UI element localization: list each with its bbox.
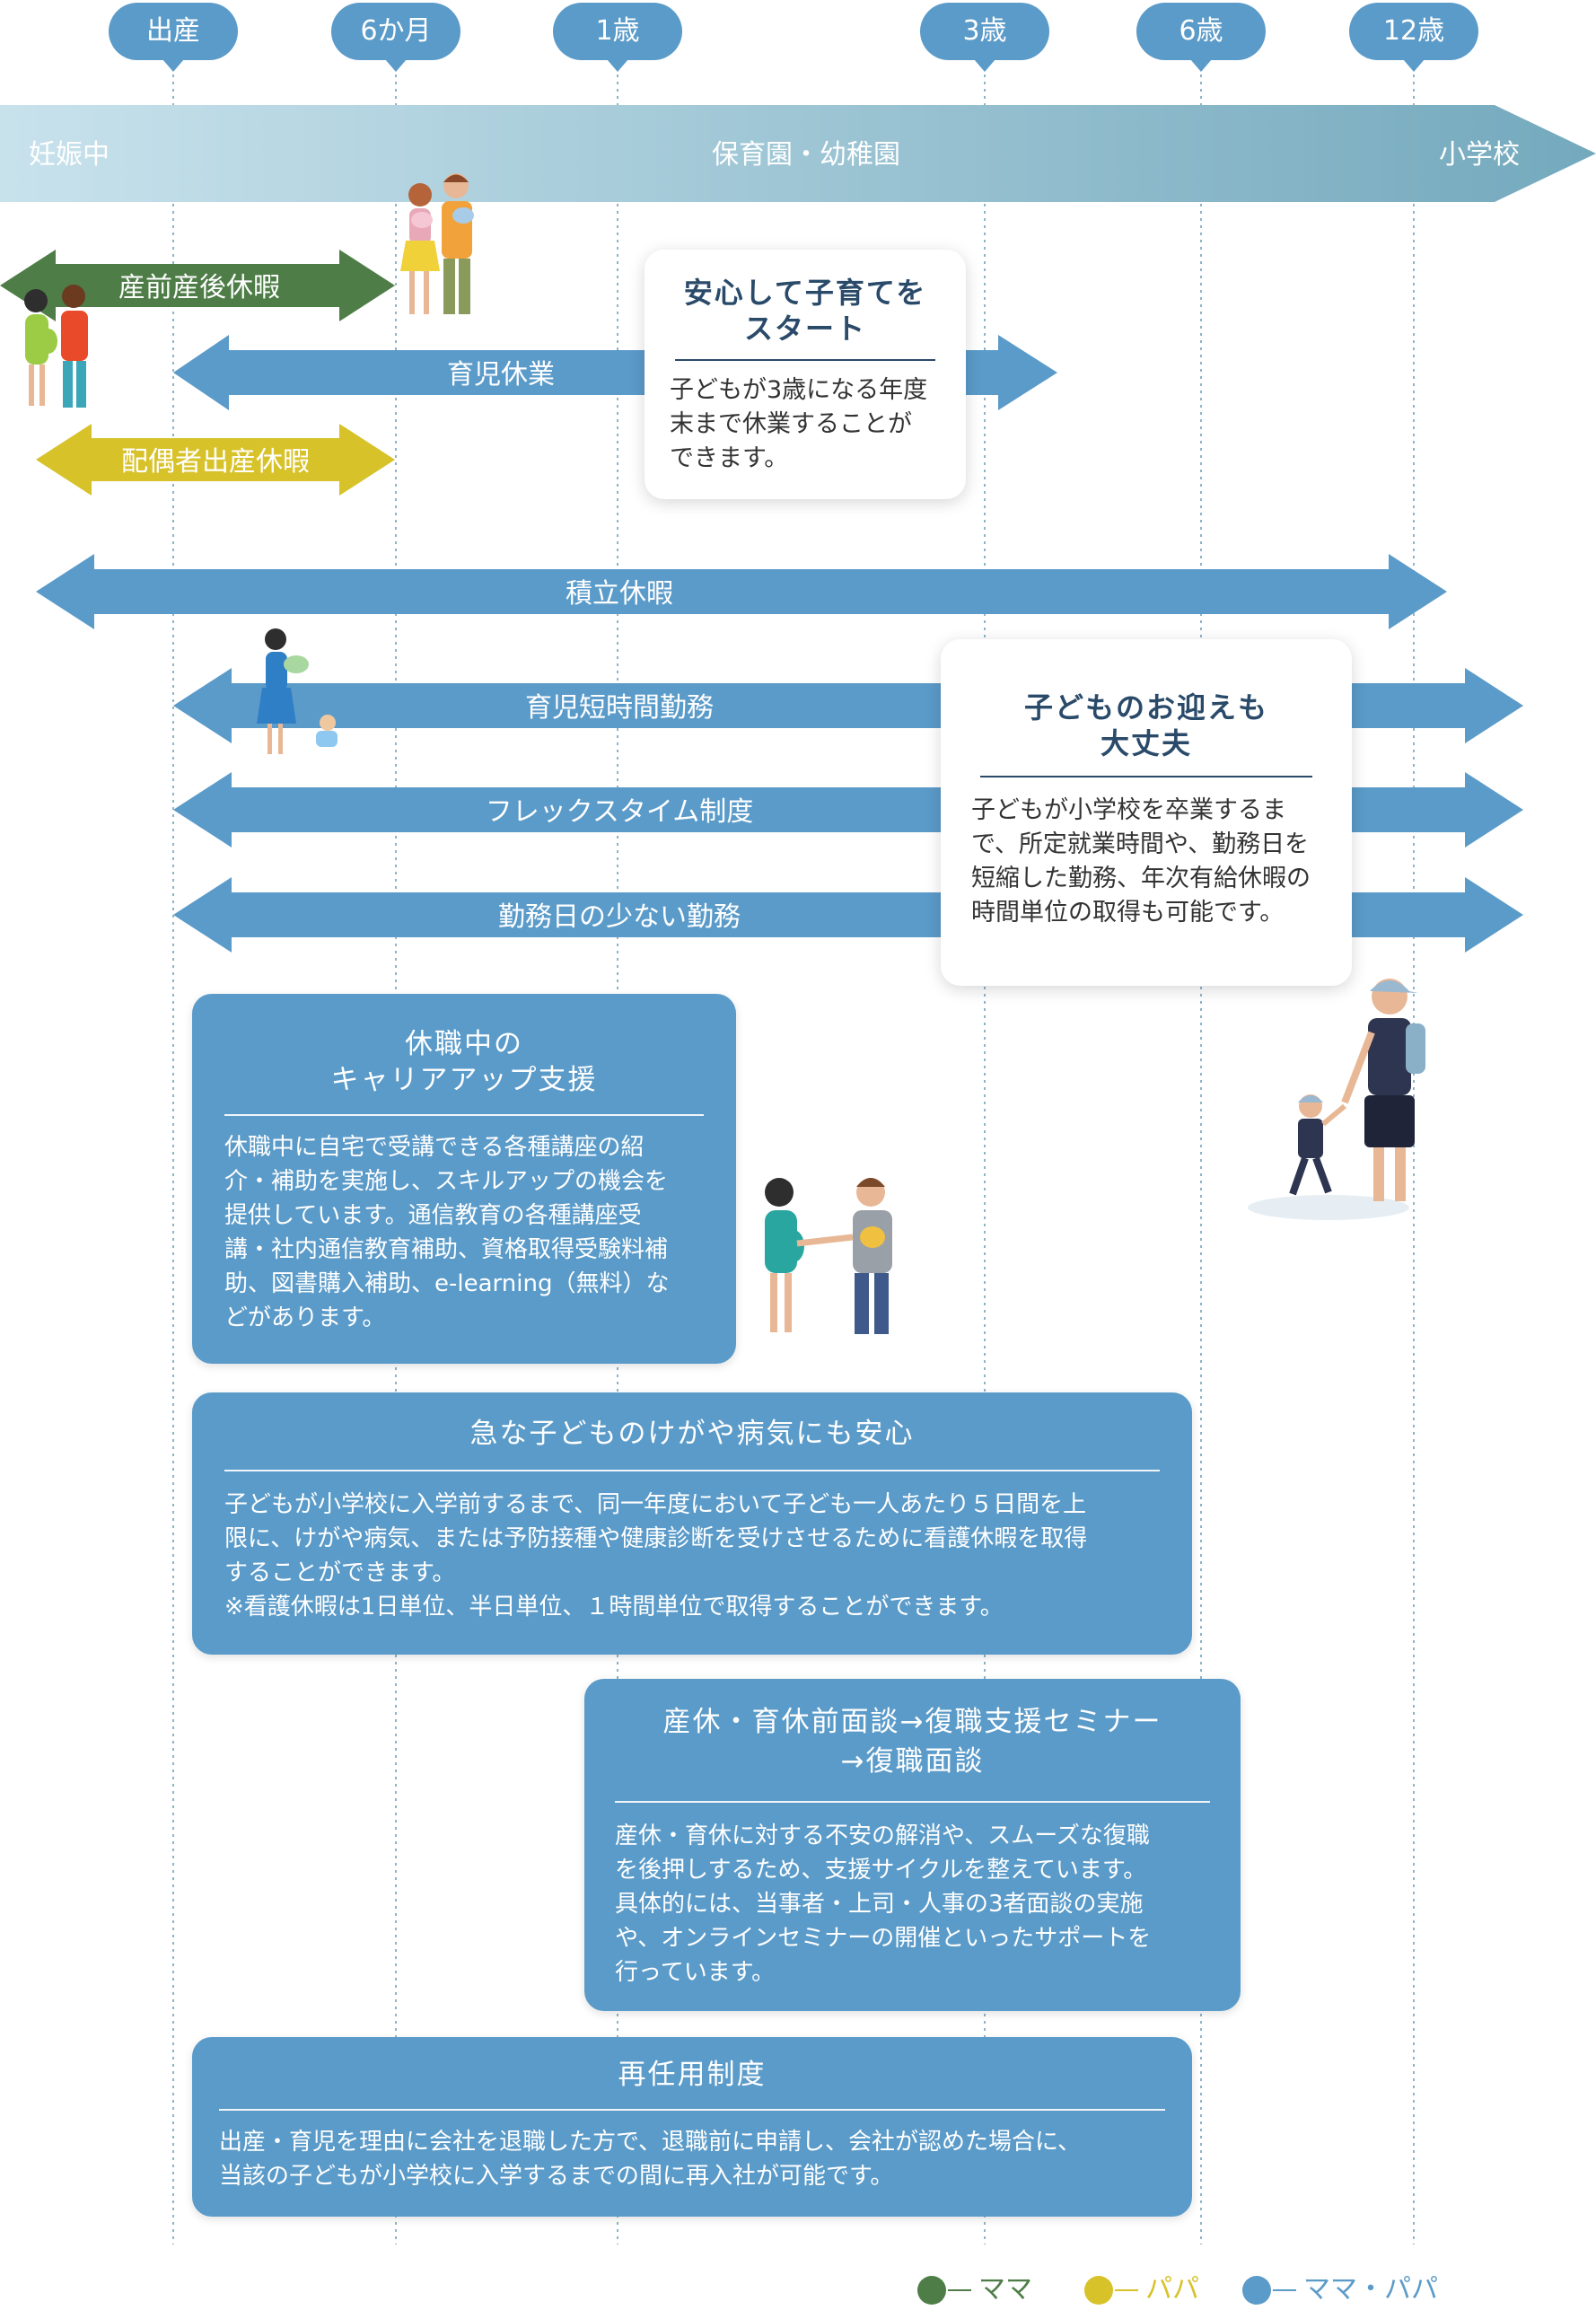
- card-saininyo-text: 出産・育児を理由に会社を退職した方で、退職前に申請し、会社が認めた場合に、 当該…: [219, 2129, 1082, 2190]
- age-marker-1year: 1歳: [553, 3, 682, 72]
- legend-mama-dash: [948, 2288, 971, 2291]
- card-kango-title: 急な子どものけがや病気にも安心: [469, 1418, 915, 1450]
- life-stage-band: 妊娠中 保育園・幼稚園 小学校: [0, 105, 1596, 202]
- age-marker-birth: 出産: [109, 3, 238, 72]
- father-and-son-walking-illustration: [1248, 979, 1425, 1220]
- arrow-flex-label: フレックスタイム制度: [486, 796, 754, 828]
- mother-holding-child-illustration: [257, 628, 338, 754]
- stage-pregnancy: 妊娠中: [29, 139, 110, 171]
- age-label-1year: 1歳: [595, 15, 639, 47]
- legend-both-dash: [1273, 2288, 1296, 2291]
- legend-both-dot: [1242, 2275, 1271, 2305]
- arrow-sanzen-label: 産前産後休暇: [118, 272, 280, 303]
- legend-both-label: ママ・パパ: [1303, 2273, 1438, 2306]
- arrow-ikuji-label: 育児休業: [447, 359, 555, 391]
- legend-mama-dot: [917, 2275, 946, 2305]
- card-kango-text: 子どもが小学校に入学前するまで、同一年度において子ども一人あたり５日間を上 限に…: [224, 1491, 1088, 1621]
- stage-elementary: 小学校: [1439, 139, 1520, 171]
- age-label-birth: 出産: [146, 15, 200, 47]
- arrow-haigusha-label: 配偶者出産休暇: [121, 446, 310, 478]
- legend-both: ママ・パパ: [1242, 2271, 1438, 2307]
- card-omukae-divider: [980, 776, 1312, 777]
- card-career-title: 休職中の キャリアアップ支援: [330, 1028, 598, 1096]
- card-mendan-title: 産休・育休前面談→復職支援セミナー →復職面談: [662, 1706, 1162, 1778]
- arrow-tanjikan-label: 育児短時間勤務: [525, 692, 714, 724]
- card-anshin-text: 子どもが3歳になる年度 末まで休業することが できます。: [670, 376, 928, 472]
- pregnant-couple-illustration: [24, 285, 88, 408]
- stage-nursery: 保育園・幼稚園: [712, 139, 900, 171]
- arrow-sanzen-sango: 産前産後休暇: [0, 250, 395, 321]
- card-career-divider: [224, 1114, 704, 1116]
- age-label-3years: 3歳: [962, 15, 1006, 47]
- card-anshin: 安心して子育てを スタート 子どもが3歳になる年度 末まで休業することが できま…: [645, 250, 966, 499]
- age-markers: 出産 6か月 1歳 3歳 6歳 12歳: [109, 3, 1478, 72]
- age-label-12years: 12歳: [1383, 15, 1444, 47]
- arrow-tsumitate: 積立休暇: [36, 554, 1447, 629]
- couple-handshake-illustration: [765, 1178, 892, 1334]
- age-marker-12years: 12歳: [1349, 3, 1478, 72]
- legend-mama: ママ: [917, 2271, 1032, 2307]
- card-anshin-divider: [675, 359, 935, 361]
- card-mendan-seminar: 産休・育休前面談→復職支援セミナー →復職面談 産休・育休に対する不安の解消や、…: [584, 1679, 1241, 2011]
- couple-with-babies-illustration: [400, 173, 474, 314]
- age-label-6years: 6歳: [1179, 15, 1223, 47]
- card-mendan-text: 産休・育休に対する不安の解消や、スムーズな復職 を後押しするため、支援サイクルを…: [615, 1823, 1152, 1986]
- legend-papa-label: パパ: [1145, 2273, 1199, 2306]
- age-label-6months: 6か月: [360, 15, 431, 47]
- legend-papa-dash: [1115, 2288, 1138, 2291]
- card-saininyo-title: 再任用制度: [618, 2059, 767, 2091]
- card-saininyo: 再任用制度 出産・育児を理由に会社を退職した方で、退職前に申請し、会社が認めた場…: [192, 2037, 1192, 2217]
- age-marker-3years: 3歳: [920, 3, 1049, 72]
- age-marker-6months: 6か月: [331, 3, 460, 72]
- arrow-tsumitate-label: 積立休暇: [566, 578, 673, 610]
- card-omukae-text: 子どもが小学校を卒業するま で、所定就業時間や、勤務日を 短縮した勤務、年次有給…: [971, 796, 1311, 927]
- card-career-support: 休職中の キャリアアップ支援 休職中に自宅で受講できる各種講座の紹 介・補助を実…: [192, 994, 736, 1364]
- card-career-text: 休職中に自宅で受講できる各種講座の紹 介・補助を実施し、スキルアップの機会を 提…: [224, 1134, 670, 1331]
- card-saininyo-divider: [219, 2109, 1165, 2111]
- legend-mama-label: ママ: [978, 2273, 1032, 2306]
- card-omukae-title: 子どものお迎えも 大丈夫: [1023, 690, 1268, 760]
- card-omukae: 子どものお迎えも 大丈夫 子どもが小学校を卒業するま で、所定就業時間や、勤務日…: [941, 639, 1352, 986]
- card-anshin-title: 安心して子育てを スタート: [683, 276, 927, 346]
- legend-papa-dot: [1084, 2275, 1113, 2305]
- arrow-kinmubi-label: 勤務日の少ない勤務: [498, 901, 741, 933]
- legend-papa: パパ: [1084, 2271, 1199, 2307]
- age-marker-6years: 6歳: [1136, 3, 1266, 72]
- arrow-haigusha: 配偶者出産休暇: [36, 424, 395, 496]
- card-kango-divider: [224, 1470, 1160, 1471]
- card-kango-kyuka: 急な子どものけがや病気にも安心 子どもが小学校に入学前するまで、同一年度において…: [192, 1392, 1192, 1655]
- card-mendan-divider: [615, 1801, 1210, 1803]
